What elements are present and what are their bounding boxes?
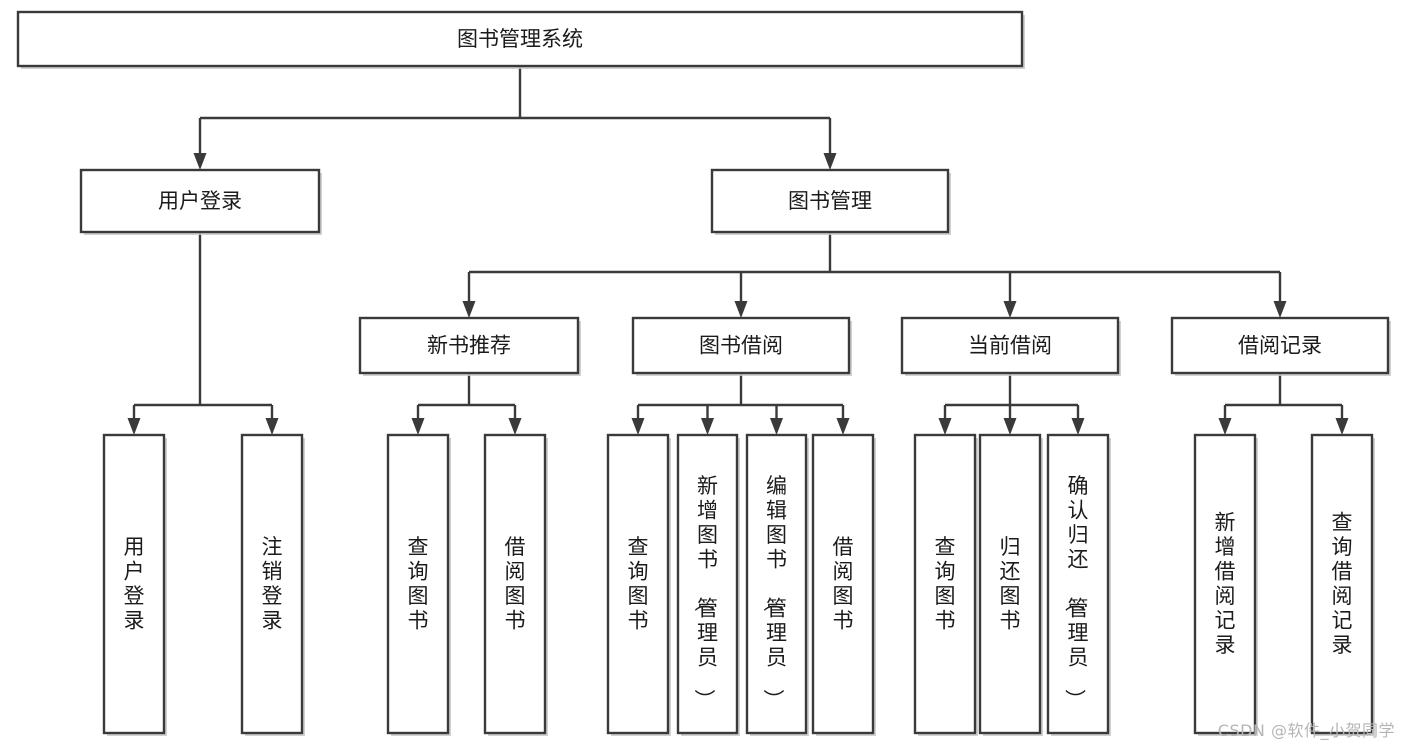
connector-group-current-borrow [938, 373, 1085, 435]
node-box[interactable] [913, 433, 977, 735]
node-level3-new-book-rec[interactable]: 新书推荐 [358, 316, 581, 376]
arrow-head-icon [127, 418, 141, 435]
node-label: 借阅图书 [505, 535, 526, 633]
arrow-head-icon [823, 153, 837, 170]
node-level3-borrow-record[interactable]: 借阅记录 [1170, 316, 1391, 376]
arrow-head-icon [836, 418, 850, 435]
node-leaf-leaf-return-book[interactable]: 归还图书 [978, 433, 1043, 736]
csdn-watermark: CSDN @软件_小贺同学 [1217, 721, 1395, 740]
connector-group-borrow-record [1218, 373, 1349, 435]
arrow-head-icon [1218, 418, 1232, 435]
node-box[interactable] [631, 316, 851, 375]
node-label: 当前借阅 [968, 334, 1052, 358]
node-leaf-leaf-logout[interactable]: 注销登录 [240, 433, 305, 736]
arrow-head-icon [631, 418, 645, 435]
node-box[interactable] [102, 433, 166, 735]
node-leaf-leaf-query-book-1[interactable]: 查询图书 [386, 433, 451, 736]
connector-group-user-login [127, 232, 279, 435]
node-leaf-leaf-add-record[interactable]: 新增借阅记录 [1193, 433, 1258, 736]
node-box[interactable] [79, 168, 321, 234]
node-leaf-leaf-query-book-3[interactable]: 查询图书 [913, 433, 978, 736]
arrow-head-icon [1335, 418, 1349, 435]
connector-layer [127, 66, 1349, 435]
arrow-head-icon [508, 418, 522, 435]
node-box[interactable] [358, 316, 580, 375]
arrow-head-icon [1003, 301, 1017, 318]
node-box[interactable] [1046, 433, 1110, 735]
node-label: 用户登录 [124, 535, 145, 633]
arrow-head-icon [462, 301, 476, 318]
node-label: 确认归还（管理员） [1063, 474, 1089, 710]
node-box[interactable] [1170, 316, 1390, 375]
node-box[interactable] [606, 433, 670, 735]
connector-group-book-manage [462, 232, 1287, 318]
node-leaf-leaf-edit-book[interactable]: 编辑图书（管理员） [745, 433, 809, 736]
node-box[interactable] [676, 433, 739, 735]
node-box[interactable] [1310, 433, 1374, 735]
arrow-head-icon [1003, 418, 1017, 435]
node-label: 图书借阅 [699, 334, 783, 358]
node-leaf-leaf-user-login[interactable]: 用户登录 [102, 433, 167, 736]
node-label: 新增图书（管理员） [692, 474, 718, 710]
connector-group-new-book-rec [411, 373, 522, 435]
node-leaf-leaf-add-book[interactable]: 新增图书（管理员） [676, 433, 740, 736]
node-box[interactable] [16, 10, 1024, 68]
node-box[interactable] [710, 168, 950, 234]
node-label: 归还图书 [1000, 535, 1021, 633]
arrow-head-icon [193, 153, 207, 170]
node-label: 用户登录 [158, 189, 242, 213]
node-label: 编辑图书（管理员） [761, 474, 787, 710]
node-leaf-leaf-query-book-2[interactable]: 查询图书 [606, 433, 671, 736]
node-label: 新书推荐 [427, 334, 511, 358]
arrow-head-icon [1071, 418, 1085, 435]
node-label: 查询借阅记录 [1332, 511, 1353, 658]
node-label: 借阅图书 [833, 535, 854, 633]
node-root-root[interactable]: 图书管理系统 [16, 10, 1025, 69]
arrow-head-icon [734, 301, 748, 318]
node-leaf-leaf-borrow-book-1[interactable]: 借阅图书 [483, 433, 548, 736]
node-leaf-leaf-confirm-return[interactable]: 确认归还（管理员） [1046, 433, 1111, 736]
node-label: 图书管理系统 [457, 27, 583, 51]
node-box[interactable] [900, 316, 1120, 375]
arrow-head-icon [1273, 301, 1287, 318]
arrow-head-icon [701, 418, 714, 435]
node-level3-current-borrow[interactable]: 当前借阅 [900, 316, 1121, 376]
node-box[interactable] [811, 433, 875, 735]
node-label: 注销登录 [262, 535, 283, 633]
connector-group-root [193, 66, 837, 170]
node-leaf-leaf-query-record[interactable]: 查询借阅记录 [1310, 433, 1375, 736]
node-label: 查询图书 [628, 535, 649, 633]
arrow-head-icon [265, 418, 279, 435]
node-box[interactable] [240, 433, 304, 735]
node-label: 借阅记录 [1238, 334, 1322, 358]
node-box[interactable] [483, 433, 547, 735]
arrow-head-icon [938, 418, 952, 435]
node-label: 新增借阅记录 [1215, 511, 1236, 658]
node-label: 查询图书 [935, 535, 956, 633]
node-label: 图书管理 [788, 189, 872, 213]
node-level2-book-manage[interactable]: 图书管理 [710, 168, 951, 235]
node-label: 查询图书 [408, 535, 429, 633]
arrow-head-icon [411, 418, 425, 435]
node-leaf-leaf-borrow-book-2[interactable]: 借阅图书 [811, 433, 876, 736]
node-level2-user-login[interactable]: 用户登录 [79, 168, 322, 235]
node-box[interactable] [745, 433, 808, 735]
node-box[interactable] [978, 433, 1042, 735]
connector-group-book-borrow [631, 373, 850, 435]
node-layer: 图书管理系统用户登录图书管理新书推荐图书借阅当前借阅借阅记录用户登录注销登录查询… [16, 10, 1391, 736]
node-box[interactable] [386, 433, 450, 735]
arrow-head-icon [770, 418, 783, 435]
node-box[interactable] [1193, 433, 1257, 735]
node-level3-book-borrow[interactable]: 图书借阅 [631, 316, 852, 376]
